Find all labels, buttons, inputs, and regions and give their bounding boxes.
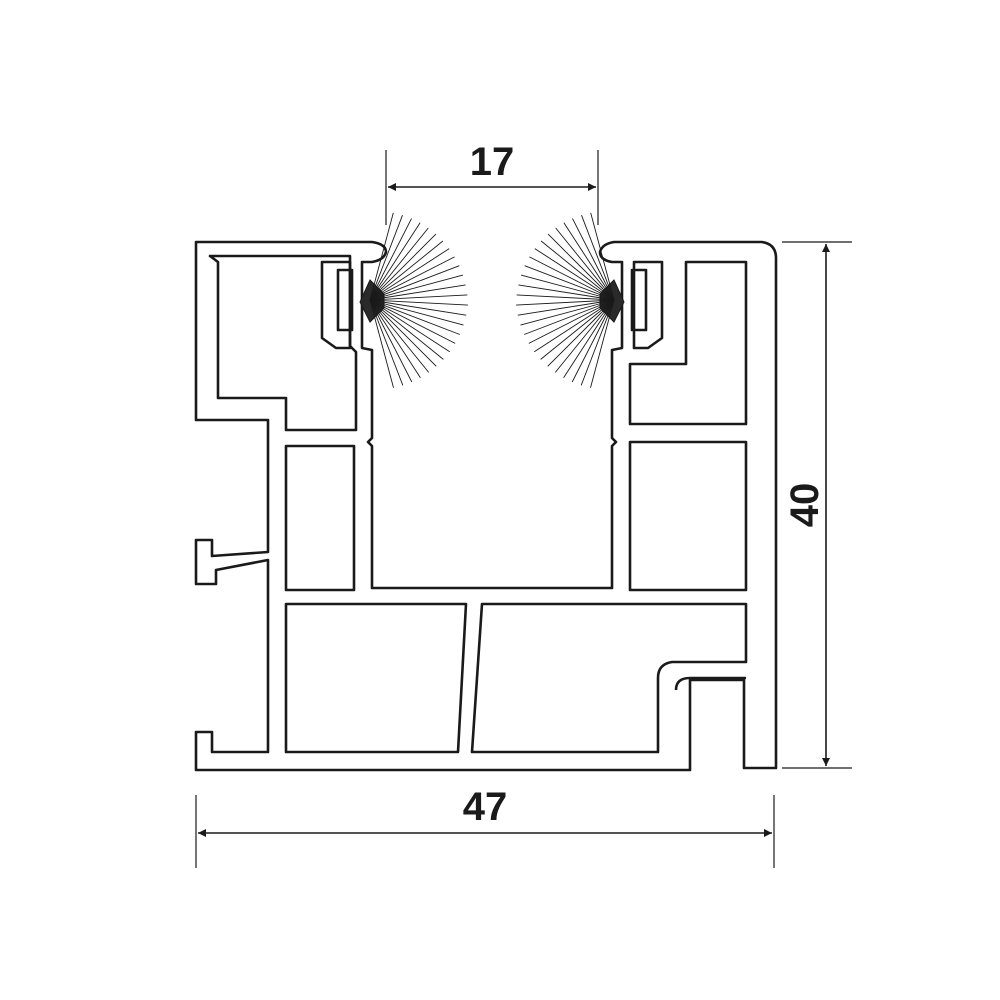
bristle bbox=[534, 299, 615, 353]
bristle bbox=[517, 299, 615, 316]
bristle bbox=[369, 299, 444, 360]
chamber-right-upper bbox=[628, 440, 748, 592]
bristle bbox=[524, 299, 615, 335]
dimension-gap: 17 bbox=[385, 140, 599, 225]
bottom-right-hook bbox=[674, 676, 746, 691]
bristle bbox=[563, 222, 615, 301]
left-brush-seal bbox=[359, 212, 468, 388]
bristle bbox=[369, 248, 450, 301]
bristle bbox=[369, 299, 456, 344]
chamber-bottom-right bbox=[470, 602, 748, 754]
dimension-width: 47 bbox=[195, 785, 775, 868]
bristle bbox=[528, 299, 615, 344]
bristle bbox=[520, 299, 615, 326]
bristle bbox=[529, 256, 615, 301]
bristle bbox=[369, 222, 421, 301]
bristle bbox=[369, 274, 464, 301]
bristle bbox=[369, 284, 466, 301]
height-dimension-label: 40 bbox=[783, 483, 827, 528]
bristle bbox=[571, 299, 615, 383]
bristle bbox=[369, 256, 455, 301]
profile-chambers bbox=[284, 260, 748, 754]
bristle bbox=[547, 233, 615, 301]
bristle bbox=[369, 299, 464, 326]
bristle bbox=[369, 299, 437, 367]
right-brush-seal bbox=[516, 212, 625, 388]
bristle bbox=[369, 227, 429, 301]
bristle bbox=[369, 299, 421, 378]
gap-dimension-label: 17 bbox=[470, 140, 515, 184]
bristle bbox=[518, 284, 615, 301]
bristle bbox=[369, 299, 467, 316]
bristle bbox=[369, 240, 444, 301]
dimension-height: 40 bbox=[782, 241, 852, 769]
profile-outline bbox=[194, 240, 778, 772]
bristle bbox=[520, 274, 615, 301]
bristle bbox=[540, 299, 615, 360]
bristle bbox=[369, 299, 413, 383]
bristle bbox=[369, 294, 468, 301]
bristle bbox=[369, 265, 460, 301]
bristle bbox=[580, 299, 615, 386]
chamber-left-upper bbox=[284, 444, 356, 592]
bristle bbox=[369, 215, 403, 301]
bristle bbox=[369, 299, 404, 386]
bristle bbox=[369, 299, 450, 353]
bristle bbox=[516, 299, 615, 306]
bristle bbox=[369, 233, 437, 301]
bristle bbox=[590, 299, 615, 388]
bristle bbox=[369, 218, 412, 301]
bristle bbox=[547, 299, 615, 367]
bristle bbox=[581, 215, 615, 301]
bristle bbox=[534, 248, 615, 301]
bristle bbox=[369, 299, 394, 388]
bristle bbox=[540, 240, 615, 301]
bristle bbox=[369, 212, 394, 301]
bristle bbox=[590, 212, 615, 301]
width-dimension-label: 47 bbox=[463, 785, 508, 829]
right-seal-holder bbox=[630, 260, 664, 350]
chamber-bottom-left bbox=[284, 602, 468, 754]
chamber-right-top bbox=[628, 260, 748, 426]
bristle bbox=[369, 299, 430, 373]
bristle bbox=[516, 294, 615, 301]
bristle bbox=[524, 265, 615, 301]
bristle bbox=[572, 218, 615, 301]
bristle bbox=[554, 299, 615, 373]
bristle bbox=[563, 299, 615, 378]
bristle bbox=[555, 227, 615, 301]
bristle bbox=[369, 299, 460, 335]
left-seal-holder bbox=[320, 260, 354, 350]
bristle bbox=[369, 299, 468, 306]
